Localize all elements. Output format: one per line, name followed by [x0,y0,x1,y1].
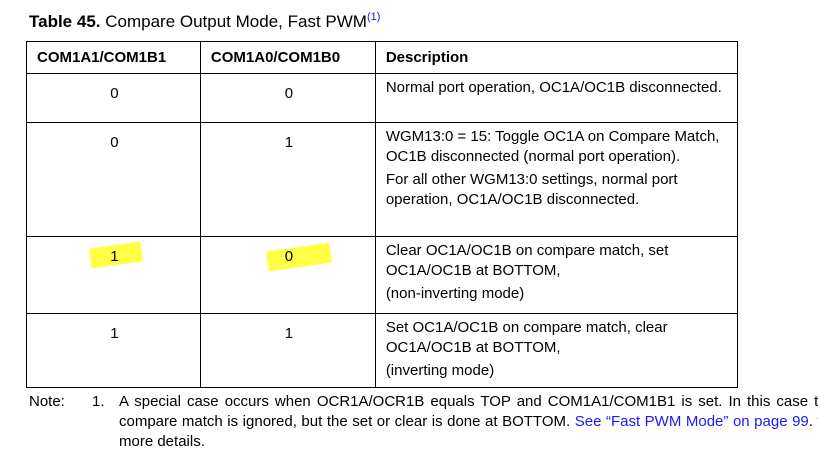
footnote-reference-link[interactable]: (1) [366,11,381,23]
com0-value: 1 [284,134,294,151]
com0-value: 0 [284,85,294,102]
highlight-mark [265,242,332,272]
description-cell: Clear OC1A/OC1B on compare match, set OC… [374,236,739,314]
note-index: 1. [92,393,105,410]
compare-output-mode-table: COM1A1/COM1B1 COM1A0/COM1B0 Description … [26,41,739,388]
table-caption: Table 45. Compare Output Mode, Fast PWM(… [29,11,380,32]
com0-cell: 1 [199,122,376,237]
com1-value: 1 [110,325,119,342]
description-text: (inverting mode) [385,362,495,379]
com1-cell: 1 [26,236,201,314]
com1-cell: 1 [26,313,201,388]
com1-cell: 0 [26,73,201,123]
column-header-com1a1: COM1A1/COM1B1 [26,41,201,74]
table-row: 1 1 Set OC1A/OC1B on compare match, clea… [26,313,739,388]
description-text: Clear OC1A/OC1B on compare match, set OC… [385,242,669,279]
table-row: 0 1 WGM13:0 = 15: Toggle OC1A on Compare… [26,122,739,237]
description-text: Set OC1A/OC1B on compare match, clear OC… [385,319,668,356]
table-number: Table 45. [29,12,101,31]
com0-cell: 1 [199,313,376,388]
fast-pwm-mode-link[interactable]: See “Fast PWM Mode” on page 99 [574,413,809,430]
com1-value: 0 [110,134,119,151]
com1-value: 1 [110,248,119,265]
com1-cell: 0 [26,122,201,237]
description-text: (non-inverting mode) [385,285,525,302]
column-header-description: Description [374,41,739,74]
description-text: WGM13:0 = 15: Toggle OC1A on Compare Mat… [385,128,720,165]
description-cell: Set OC1A/OC1B on compare match, clear OC… [374,313,739,388]
com0-cell: 0 [199,73,376,123]
description-cell: Normal port operation, OC1A/OC1B disconn… [374,73,739,123]
table-header-row: COM1A1/COM1B1 COM1A0/COM1B0 Description [26,41,739,74]
table-row-highlighted: 1 0 Clear OC1A/OC1B on compare match, se… [26,236,739,314]
com0-value: 0 [284,248,294,265]
com0-cell: 0 [199,236,376,314]
note-suffix: . for more details. [119,413,818,450]
com0-value: 1 [284,325,294,342]
table-row: 0 0 Normal port operation, OC1A/OC1B dis… [26,73,739,123]
table-title: Compare Output Mode, Fast PWM [105,12,367,31]
column-header-com1a0: COM1A0/COM1B0 [199,41,376,74]
note-text: A special case occurs when OCR1A/OCR1B e… [119,392,818,452]
note-label: Note: [29,393,65,410]
description-cell: WGM13:0 = 15: Toggle OC1A on Compare Mat… [374,122,739,237]
description-text: For all other WGM13:0 settings, normal p… [385,171,678,208]
description-text: Normal port operation, OC1A/OC1B disconn… [385,79,722,96]
note-body: A special case occurs when OCR1A/OCR1B e… [119,393,818,430]
com1-value: 0 [110,85,119,102]
